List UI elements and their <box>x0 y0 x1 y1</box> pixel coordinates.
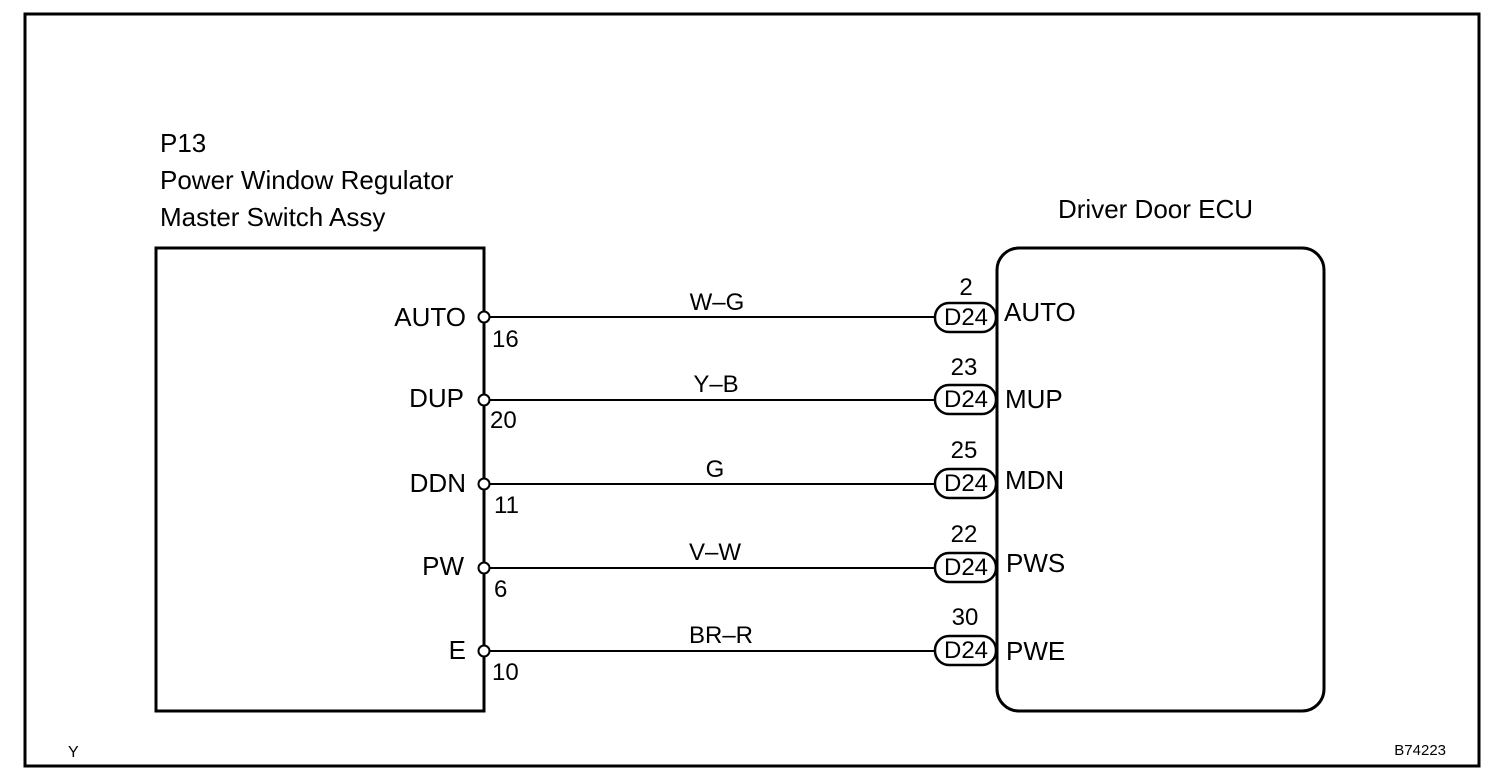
right-terminal-label: PWE <box>1006 636 1065 666</box>
figure-id: B74223 <box>1394 742 1446 759</box>
wire-row-e: E 10 BR–R 30 D24 PWE <box>449 604 1066 686</box>
connector-label: D24 <box>944 637 988 664</box>
ecu-name: Driver Door ECU <box>1058 194 1253 224</box>
footer-left-mark: Y <box>68 744 79 761</box>
connector-label: D24 <box>944 304 988 331</box>
left-terminal-label: AUTO <box>394 302 466 332</box>
right-terminal-label: AUTO <box>1004 297 1076 327</box>
connector-badge <box>933 467 998 500</box>
connector-label: D24 <box>944 386 988 413</box>
connector-badge <box>933 383 998 416</box>
right-pin-number: 2 <box>959 274 972 301</box>
wire-color-code: W–G <box>690 289 745 316</box>
right-terminal-label: PWS <box>1006 548 1065 578</box>
right-terminal-label: MDN <box>1005 465 1064 495</box>
right-terminal-label: MUP <box>1005 384 1063 414</box>
wire-row-dup: DUP 20 Y–B 23 D24 MUP <box>409 354 1063 434</box>
wire-color-code: V–W <box>689 539 741 566</box>
left-terminal-label: DUP <box>409 383 464 413</box>
right-pin-number: 30 <box>952 604 979 631</box>
wire-color-code: Y–B <box>693 371 738 398</box>
left-pin-number: 16 <box>492 326 519 353</box>
terminal-pin <box>477 310 491 324</box>
terminal-pin <box>477 561 491 575</box>
left-pin-number: 6 <box>494 576 507 603</box>
terminal-pin <box>477 477 491 491</box>
right-pin-number: 23 <box>951 354 978 381</box>
diagram-frame <box>23 12 1481 768</box>
connector-label: D24 <box>944 470 988 497</box>
master-switch-name-line1: Power Window Regulator <box>160 165 454 195</box>
wire-row-ddn: DDN 11 G 25 D24 MDN <box>410 437 1065 519</box>
wire-color-code: G <box>706 456 725 483</box>
connector-badge <box>933 634 998 667</box>
left-pin-number: 11 <box>494 492 519 519</box>
ecu-box <box>995 246 1326 713</box>
master-switch-code: P13 <box>160 128 206 158</box>
connector-badge <box>933 551 998 584</box>
right-pin-number: 22 <box>951 521 978 548</box>
left-pin-number: 10 <box>492 659 519 686</box>
connector-label: D24 <box>944 554 988 581</box>
wire-color-code: BR–R <box>689 622 753 649</box>
terminal-pin <box>477 393 491 407</box>
master-switch-name-line2: Master Switch Assy <box>160 202 385 232</box>
right-pin-number: 25 <box>951 437 978 464</box>
left-terminal-label: PW <box>422 551 464 581</box>
terminal-pin <box>477 644 491 658</box>
wire-row-pw: PW 6 V–W 22 D24 PWS <box>422 521 1065 603</box>
connector-badge <box>933 301 998 334</box>
wire-row-auto: AUTO 16 W–G 2 D24 AUTO <box>394 274 1076 353</box>
left-terminal-label: DDN <box>410 468 466 498</box>
left-pin-number: 20 <box>490 407 517 434</box>
left-terminal-label: E <box>449 635 466 665</box>
